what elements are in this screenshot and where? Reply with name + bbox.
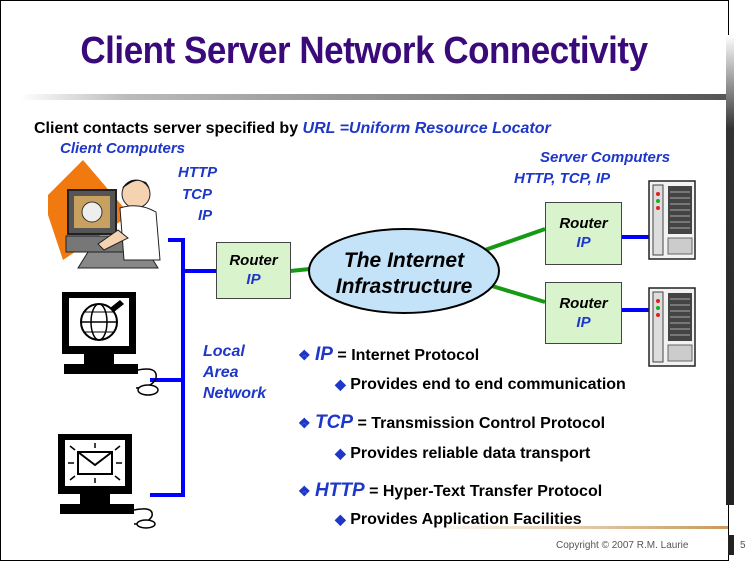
- intro-line: Client contacts server specified by URL …: [34, 120, 551, 138]
- client-protocol-http: HTTP: [178, 164, 218, 181]
- client-router: Router IP: [216, 242, 291, 299]
- server-router-bottom: Router IP: [545, 282, 622, 344]
- sub-bullet-ip: ◆ Provides end to end communication: [335, 376, 626, 394]
- router-protocol: IP: [576, 234, 591, 251]
- internet-cloud-ellipse: [308, 228, 500, 314]
- client-label: Client Computers: [60, 140, 186, 157]
- bullet-marker-icon: ❖: [298, 347, 311, 363]
- copyright: Copyright © 2007 R.M. Laurie: [556, 540, 689, 551]
- bullet-desc: = Transmission Control Protocol: [353, 415, 606, 432]
- bullet-term: HTTP: [315, 480, 365, 501]
- bullet-desc: = Hyper-Text Transfer Protocol: [364, 483, 603, 500]
- server-protocols: HTTP, TCP, IP: [514, 170, 611, 187]
- server-tower-icon: [648, 180, 696, 260]
- router-protocol: IP: [576, 314, 591, 331]
- page-number: 5: [740, 540, 746, 551]
- internet-label: The Internet Infrastructure: [306, 248, 502, 300]
- lan-label-line2: Area: [203, 364, 239, 381]
- sub-bullet-text: Provides Application Facilities: [350, 511, 582, 528]
- server-label: Server Computers: [540, 149, 671, 166]
- server-router-top: Router IP: [545, 202, 622, 265]
- internet-label-line1: The Internet: [343, 249, 465, 272]
- lan-label-line1: Local: [203, 343, 245, 360]
- right-edge-bar: [726, 35, 734, 505]
- bullet-term: TCP: [315, 412, 354, 433]
- client-protocol-tcp: TCP: [182, 186, 212, 203]
- sub-bullet-tcp: ◆ Provides reliable data transport: [335, 445, 590, 463]
- internet-label-line2: Infrastructure: [335, 275, 473, 298]
- router-name: Router: [559, 295, 608, 312]
- lan-label-line3: Network: [203, 385, 267, 402]
- client-person-computer-icon: [48, 160, 161, 269]
- bullet-tcp: ❖ TCP = Transmission Control Protocol: [298, 412, 605, 434]
- email-monitor-icon: [58, 434, 156, 529]
- sub-bullet-text: Provides end to end communication: [350, 376, 626, 393]
- bullet-term: IP: [315, 344, 333, 365]
- slide-title: Client Server Network Connectivity: [80, 30, 648, 72]
- intro-prefix: Client contacts server specified by: [34, 120, 303, 137]
- sub-bullet-http: ◆ Provides Application Facilities: [335, 511, 582, 529]
- bullet-http: ❖ HTTP = Hyper-Text Transfer Protocol: [298, 480, 602, 502]
- bullet-marker-icon: ❖: [298, 483, 311, 499]
- intro-url: URL =Uniform Resource Locator: [302, 120, 551, 137]
- lan-label: Local Area Network: [203, 341, 266, 404]
- diamond-icon: ◆: [335, 511, 346, 527]
- globe-monitor-icon: [62, 292, 159, 396]
- diamond-icon: ◆: [335, 445, 346, 461]
- router-protocol: IP: [246, 271, 261, 288]
- router-name: Router: [559, 215, 608, 232]
- title-underline: [20, 94, 728, 100]
- diamond-icon: ◆: [335, 376, 346, 392]
- bullet-ip: ❖ IP = Internet Protocol: [298, 344, 479, 366]
- sub-bullet-text: Provides reliable data transport: [350, 445, 591, 462]
- client-protocol-ip: IP: [198, 207, 213, 224]
- bullet-desc: = Internet Protocol: [332, 347, 480, 364]
- server-tower-icon: [648, 287, 696, 367]
- bullet-marker-icon: ❖: [298, 415, 311, 431]
- footer-line: [420, 526, 728, 529]
- router-name: Router: [229, 252, 278, 269]
